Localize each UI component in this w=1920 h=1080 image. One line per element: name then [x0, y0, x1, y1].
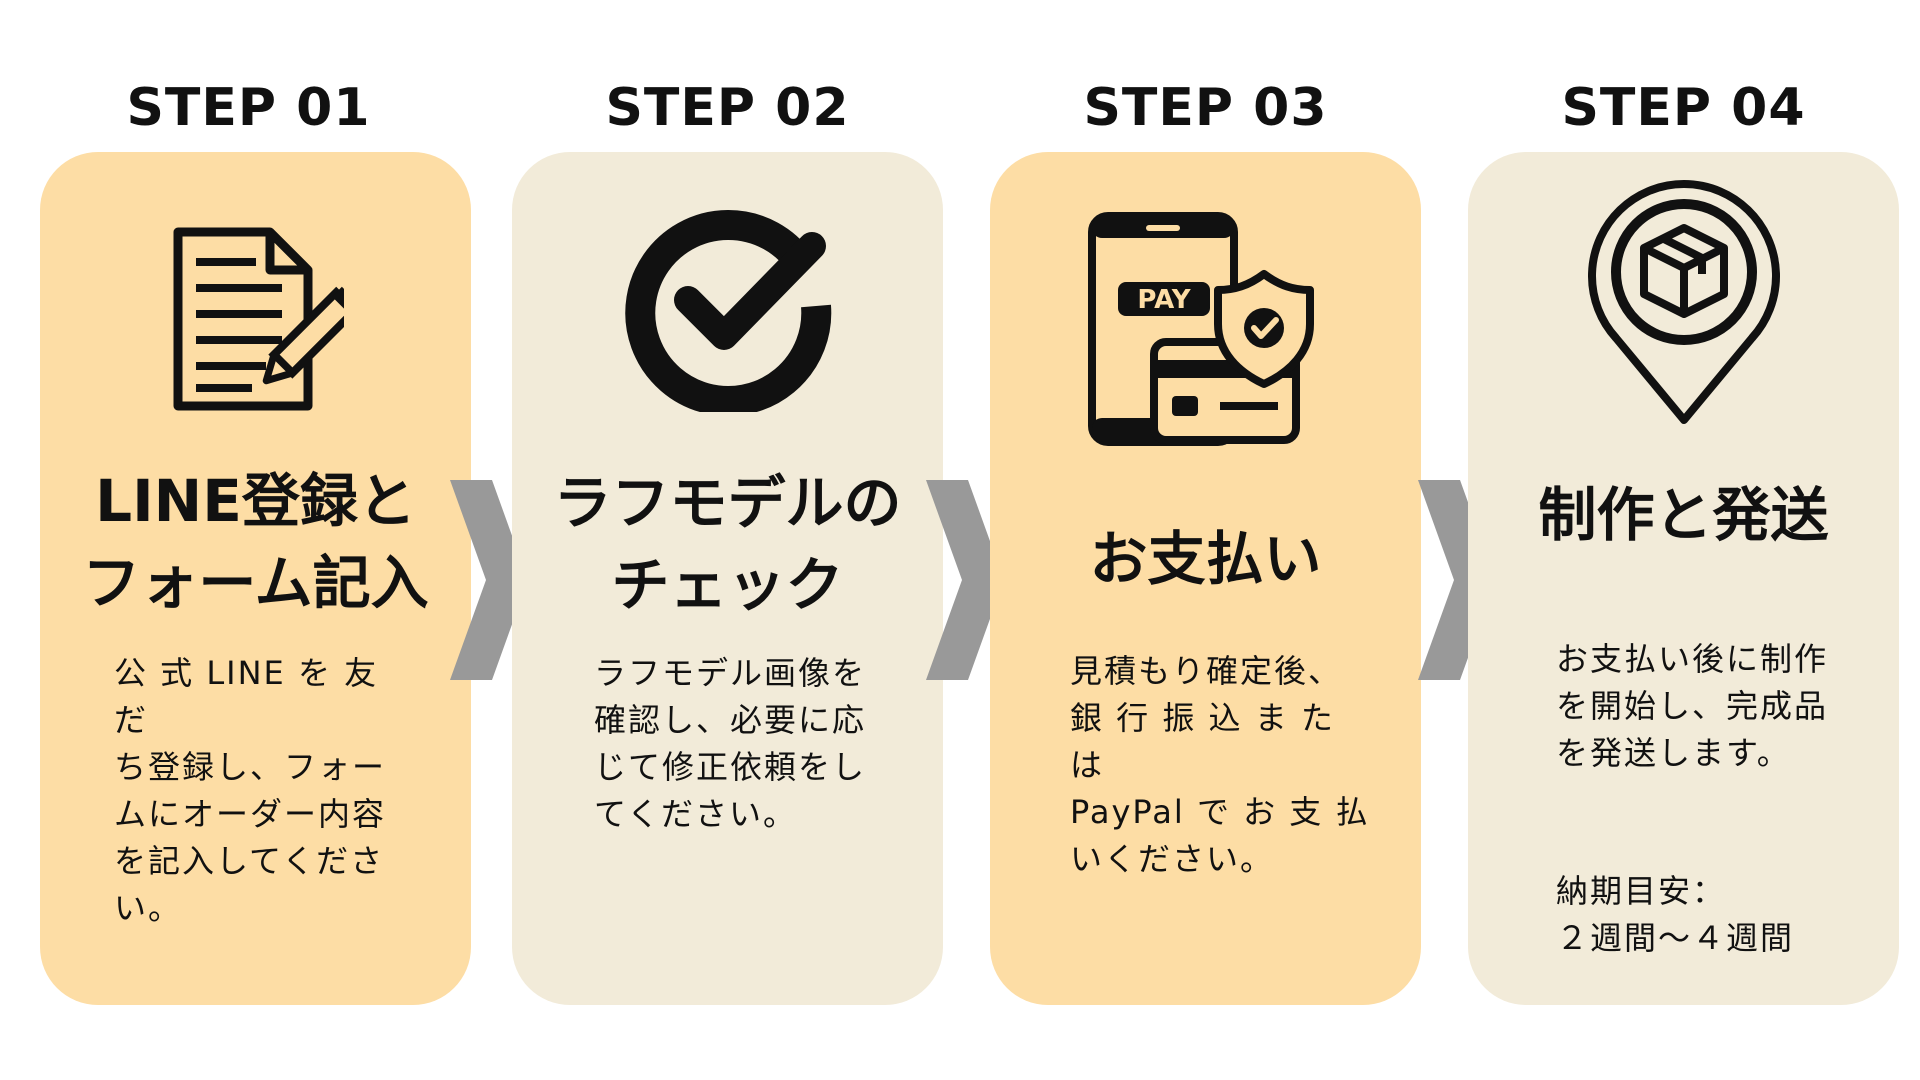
step-03-title-line-1: お支払い	[1089, 525, 1322, 593]
step-03-label: STEP 03	[1083, 78, 1328, 138]
pay-icon-text: PAY	[1137, 285, 1191, 315]
step-01-title-line-1: LINE登録と	[95, 467, 416, 535]
step-04-title-line-1: 制作と発送	[1538, 481, 1829, 549]
step-02-title-line-1: ラフモデルの	[553, 469, 902, 537]
check-circle-icon	[622, 200, 834, 412]
step-01-card: LINE登録と フォーム記入 公 式 LINE を 友 だ ち登録し、フォー ム…	[40, 152, 471, 1005]
step-01-title-line-2: フォーム記入	[82, 549, 429, 617]
mobile-payment-icon: PAY	[1088, 212, 1318, 448]
step-03-card: PAY お支払い 見積もり確定後、 銀 行 振 込 ま た は PayPal で…	[990, 152, 1421, 1005]
step-01-description: 公 式 LINE を 友 だ ち登録し、フォー ムにオーダー内容 を記入してくだ…	[114, 654, 387, 927]
step-02-label: STEP 02	[605, 78, 850, 138]
step-02-title: ラフモデルの チェック	[512, 462, 943, 626]
step-04-card: 制作と発送 お支払い後に制作 を開始し、完成品 を発送します。 納期目安： ２週…	[1468, 152, 1899, 1005]
step-01-title: LINE登録と フォーム記入	[40, 460, 471, 624]
step-03-title: お支払い	[990, 518, 1421, 600]
step-02-title-line-2: チェック	[611, 551, 844, 619]
step-04-title: 制作と発送	[1468, 474, 1899, 556]
step-01-label: STEP 01	[126, 78, 371, 138]
step-02-description: ラフモデル画像を 確認し、必要に応 じて修正依頼をし てください。	[594, 654, 867, 833]
step-04-label: STEP 04	[1561, 78, 1806, 138]
document-pencil-icon	[168, 224, 344, 414]
step-03-description: 見積もり確定後、 銀 行 振 込 ま た は PayPal で お 支 払 いく…	[1070, 652, 1370, 878]
chevron-right-icon	[926, 480, 1004, 680]
chevron-right-icon	[450, 480, 528, 680]
step-02-card: ラフモデルの チェック ラフモデル画像を 確認し、必要に応 じて修正依頼をし て…	[512, 152, 943, 1005]
step-04-lead-time-note: 納期目安： ２週間～４週間	[1556, 872, 1795, 957]
step-04-description: お支払い後に制作 を開始し、完成品 を発送します。	[1556, 640, 1829, 772]
package-location-pin-icon	[1588, 176, 1780, 428]
